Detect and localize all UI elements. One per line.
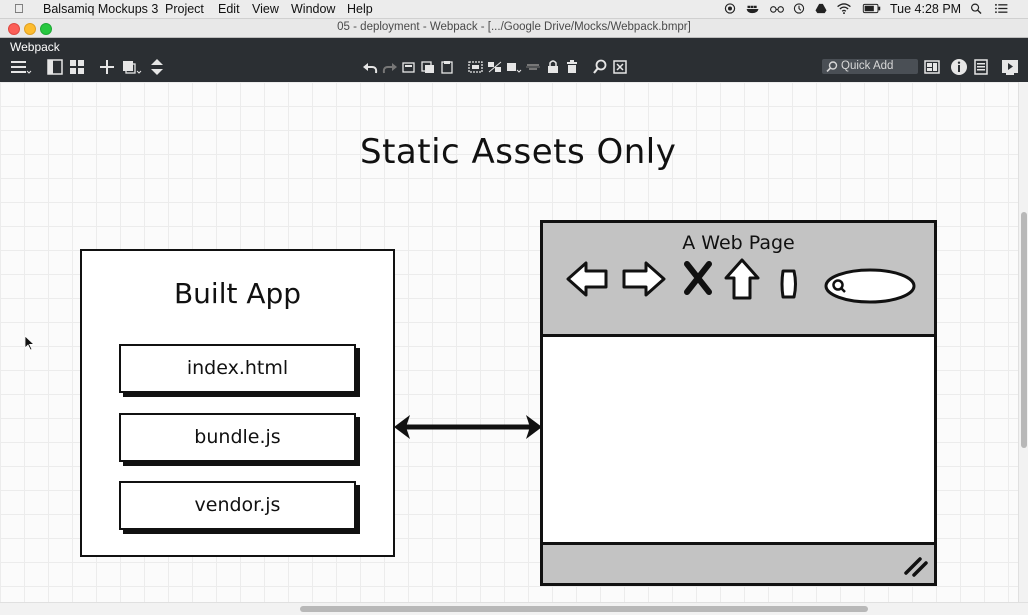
grid-view-button[interactable] xyxy=(68,58,86,76)
paste-button[interactable] xyxy=(440,58,454,76)
glasses-icon[interactable] xyxy=(769,3,785,14)
properties-button[interactable] xyxy=(973,58,989,76)
browser-status-bar xyxy=(543,542,934,583)
horizontal-scrollbar[interactable] xyxy=(0,602,1028,615)
battery-icon[interactable] xyxy=(862,3,882,14)
lock-icon xyxy=(548,60,558,73)
group-icon xyxy=(468,61,483,73)
undo-button[interactable] xyxy=(362,58,378,76)
align-button[interactable] xyxy=(525,58,541,76)
quick-add-input[interactable]: Quick Add xyxy=(822,59,918,74)
window-title-bar: 05 - deployment - Webpack - [.../Google … xyxy=(0,19,1028,38)
menu-edit[interactable]: Edit xyxy=(218,2,240,16)
back-arrow-icon[interactable] xyxy=(565,259,609,299)
bundle-js-box[interactable]: bundle.js xyxy=(119,413,356,462)
built-app-container[interactable]: Built App index.html bundle.js vendor.js xyxy=(80,249,395,557)
group-button[interactable] xyxy=(468,58,484,76)
quick-add-placeholder: Quick Add xyxy=(841,60,894,72)
main-menu-button[interactable] xyxy=(10,58,32,76)
mouse-pointer-icon xyxy=(24,335,36,351)
lock-button[interactable] xyxy=(546,58,560,76)
mockup-heading[interactable]: Static Assets Only xyxy=(360,132,677,172)
notification-center-icon[interactable] xyxy=(994,3,1008,14)
close-window-button[interactable] xyxy=(8,23,20,35)
copy-icon xyxy=(421,61,434,73)
find-icon xyxy=(593,59,607,74)
window-title: 05 - deployment - Webpack - [.../Google … xyxy=(337,21,691,33)
web-page-browser-mockup[interactable]: A Web Page xyxy=(540,220,937,586)
built-app-title: Built App xyxy=(173,277,302,310)
home-icon[interactable] xyxy=(723,257,761,301)
mockup-canvas[interactable]: Static Assets Only Built App index.html … xyxy=(0,82,1018,602)
wifi-icon[interactable] xyxy=(836,3,852,14)
align-icon xyxy=(526,64,540,70)
menu-help[interactable]: Help xyxy=(347,2,373,16)
docker-icon[interactable] xyxy=(746,3,760,14)
browser-title: A Web Page xyxy=(682,232,795,254)
record-status-icon[interactable] xyxy=(724,3,736,14)
properties-icon xyxy=(974,59,988,75)
mac-menu-bar:  Balsamiq Mockups 3 Project Edit View W… xyxy=(0,0,1028,19)
project-name: Webpack xyxy=(10,40,60,54)
ungroup-button[interactable] xyxy=(487,58,503,76)
presentation-mode-button[interactable] xyxy=(1001,58,1019,76)
trash-icon xyxy=(567,60,577,73)
menu-window[interactable]: Window xyxy=(291,2,336,16)
vertical-scroll-thumb[interactable] xyxy=(1021,212,1027,448)
refresh-icon[interactable] xyxy=(778,267,800,301)
duplicate-icon xyxy=(123,61,142,74)
paste-icon xyxy=(441,61,453,74)
google-drive-icon[interactable] xyxy=(815,3,827,14)
redo-icon xyxy=(382,63,397,74)
arrange-button[interactable] xyxy=(506,58,522,76)
duplicate-button[interactable] xyxy=(121,58,143,76)
reorder-button[interactable] xyxy=(148,58,166,76)
up-down-arrows-icon xyxy=(151,59,163,75)
browser-chrome: A Web Page xyxy=(543,223,934,337)
forward-arrow-icon[interactable] xyxy=(621,259,667,299)
resize-grip-icon[interactable] xyxy=(902,555,928,577)
double-headed-arrow[interactable] xyxy=(392,410,544,444)
minimize-window-button[interactable] xyxy=(24,23,36,35)
fullscreen-icon xyxy=(613,60,627,74)
grid-icon xyxy=(70,60,84,74)
horizontal-scroll-thumb[interactable] xyxy=(300,606,868,612)
hamburger-icon xyxy=(11,61,32,74)
add-button[interactable] xyxy=(98,58,116,76)
browser-search-field[interactable] xyxy=(823,267,917,305)
index-html-box[interactable]: index.html xyxy=(119,344,356,393)
copy-button[interactable] xyxy=(421,58,435,76)
app-menu[interactable]: Balsamiq Mockups 3 xyxy=(43,2,159,16)
full-screen-button[interactable] xyxy=(612,58,628,76)
time-machine-icon[interactable] xyxy=(793,3,805,14)
zoom-window-button[interactable] xyxy=(40,23,52,35)
toggle-navigator-button[interactable] xyxy=(46,58,64,76)
menu-project[interactable]: Project xyxy=(165,2,204,16)
plus-icon xyxy=(100,60,114,74)
play-icon xyxy=(1002,60,1018,75)
app-toolbar: Webpack xyxy=(0,38,1028,82)
redo-button[interactable] xyxy=(382,58,398,76)
cut-button[interactable] xyxy=(402,58,416,76)
arrange-icon xyxy=(507,63,522,73)
find-button[interactable] xyxy=(592,58,608,76)
ungroup-icon xyxy=(488,61,502,73)
search-icon xyxy=(826,61,838,72)
vendor-js-box[interactable]: vendor.js xyxy=(119,481,356,530)
cut-icon xyxy=(402,62,415,73)
ui-library-button[interactable] xyxy=(923,58,941,76)
spotlight-search-icon[interactable] xyxy=(970,3,982,14)
stop-x-icon[interactable] xyxy=(683,261,713,295)
ui-library-icon xyxy=(924,60,940,74)
info-icon xyxy=(951,59,967,75)
undo-icon xyxy=(363,63,378,74)
vertical-scrollbar[interactable] xyxy=(1018,82,1028,602)
delete-button[interactable] xyxy=(565,58,579,76)
panel-layout-icon xyxy=(47,59,63,75)
apple-menu-icon[interactable]:  xyxy=(14,1,24,16)
info-button[interactable] xyxy=(950,58,968,76)
menubar-clock[interactable]: Tue 4:28 PM xyxy=(890,2,962,16)
menu-view[interactable]: View xyxy=(252,2,279,16)
